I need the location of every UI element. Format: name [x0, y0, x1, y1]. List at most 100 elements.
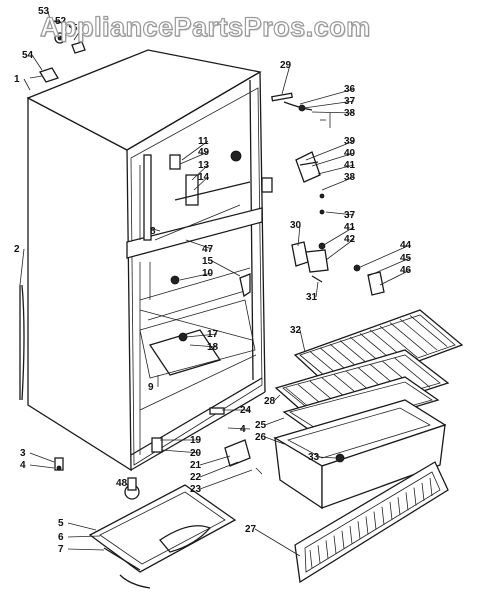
- leader-line-26: [264, 436, 285, 445]
- cabinet-shell: [19, 49, 273, 472]
- part-label-10: 10: [202, 268, 214, 279]
- part-label-5: 5: [58, 518, 64, 529]
- leader-line-23: [199, 469, 253, 490]
- grille-slot: [381, 506, 385, 525]
- part-label-4: 4: [240, 424, 246, 435]
- grille-slot: [317, 545, 321, 564]
- shelf-wire: [389, 322, 428, 354]
- leader-line-47: [185, 239, 213, 250]
- part-label-6: 6: [58, 532, 64, 543]
- leader-line-33: [317, 456, 337, 459]
- leader-line-8: [149, 227, 161, 232]
- part-label-28: 28: [264, 396, 276, 407]
- part-label-21: 21: [190, 460, 202, 471]
- crisper-pan: [273, 399, 447, 510]
- grille-slot: [365, 516, 369, 535]
- part-label-38: 38: [344, 172, 356, 183]
- shelf-wire: [379, 325, 418, 358]
- leader-line-10: [179, 272, 213, 281]
- part-label-53: 53: [38, 6, 50, 17]
- grille-slot: [389, 501, 393, 521]
- leader-line-27: [254, 528, 301, 557]
- leader-line-28: [273, 394, 281, 402]
- part-label-37: 37: [344, 96, 356, 107]
- leader-line-4: [29, 464, 55, 469]
- grille-slot: [429, 477, 433, 497]
- shelf-bar: [393, 357, 431, 388]
- leader-line-29: [281, 64, 291, 95]
- leader-line-37: [325, 211, 355, 216]
- leader-line-25: [264, 417, 285, 426]
- part-label-31: 31: [306, 292, 318, 303]
- grille-slot: [333, 535, 337, 554]
- leader-line-38: [321, 176, 355, 191]
- part-label-36: 36: [344, 84, 356, 95]
- leader-line-4: [227, 427, 251, 430]
- leader-line-1: [23, 78, 31, 91]
- leader-line-2: [19, 248, 25, 286]
- part-label-23: 23: [190, 484, 202, 495]
- grille-slot: [413, 487, 417, 506]
- leader-line-3: [29, 452, 55, 463]
- lower-small-parts: [54, 273, 263, 475]
- leader-line-30: [297, 224, 301, 247]
- part-label-33: 33: [308, 452, 320, 463]
- right-brackets: [271, 92, 385, 296]
- part-label-29: 29: [280, 60, 292, 71]
- part-label-13: 13: [198, 160, 210, 171]
- leader-line-21: [199, 455, 231, 466]
- leader-line-6: [67, 535, 101, 538]
- leader-line-46: [379, 269, 411, 286]
- part-label-41: 41: [344, 160, 356, 171]
- part-label-18: 18: [207, 342, 219, 353]
- leader-line-15: [211, 260, 241, 277]
- leader-line-42: [325, 238, 355, 261]
- leader-line-32: [299, 329, 306, 353]
- leader-line-54: [31, 54, 43, 71]
- top-hardware: [29, 19, 86, 83]
- part-label-46: 46: [400, 265, 412, 276]
- part-number-labels: 5352554123448567293637383940413837114913…: [14, 6, 412, 555]
- part-label-52: 52: [55, 16, 67, 27]
- part-label-27: 27: [245, 524, 257, 535]
- part-label-15: 15: [202, 256, 214, 267]
- leader-line-49: [179, 151, 209, 165]
- leader-line-11: [181, 140, 209, 161]
- leader-line-36: [299, 88, 355, 105]
- grille-slot: [421, 482, 425, 501]
- grille-slot: [309, 549, 313, 569]
- part-label-45: 45: [400, 253, 412, 264]
- leader-line-53: [47, 10, 51, 21]
- part-label-2: 2: [14, 244, 20, 255]
- part-label-48: 48: [116, 478, 128, 489]
- front-grille: [294, 461, 449, 584]
- part-label-19: 19: [190, 435, 202, 446]
- watermark-text: AppliancePartsPros.com: [39, 11, 371, 42]
- part-label-4: 4: [20, 460, 26, 471]
- part-label-44: 44: [400, 240, 412, 251]
- leader-line-18: [189, 344, 218, 348]
- part-label-40: 40: [344, 148, 356, 159]
- leader-line-52: [61, 20, 66, 35]
- shelf-wire: [409, 315, 448, 347]
- part-label-7: 7: [58, 544, 64, 555]
- leader-line-14: [193, 176, 209, 191]
- part-label-38: 38: [344, 108, 356, 119]
- leader-line-7: [67, 548, 105, 551]
- part-label-30: 30: [290, 220, 302, 231]
- leader-line-5: [73, 27, 83, 41]
- drain-pan: [88, 477, 237, 589]
- part-label-14: 14: [198, 172, 210, 183]
- part-label-20: 20: [190, 448, 202, 459]
- part-label-8: 8: [150, 226, 156, 237]
- leader-lines: [19, 10, 411, 557]
- shelf-wire: [399, 318, 438, 351]
- leader-line-45: [367, 257, 411, 277]
- grille-slot: [373, 511, 377, 530]
- part-label-49: 49: [198, 147, 210, 158]
- leader-line-41: [317, 164, 355, 175]
- part-label-9: 9: [148, 382, 154, 393]
- part-label-3: 3: [20, 448, 26, 459]
- grille-slot: [357, 521, 361, 540]
- leader-line-41: [321, 226, 355, 247]
